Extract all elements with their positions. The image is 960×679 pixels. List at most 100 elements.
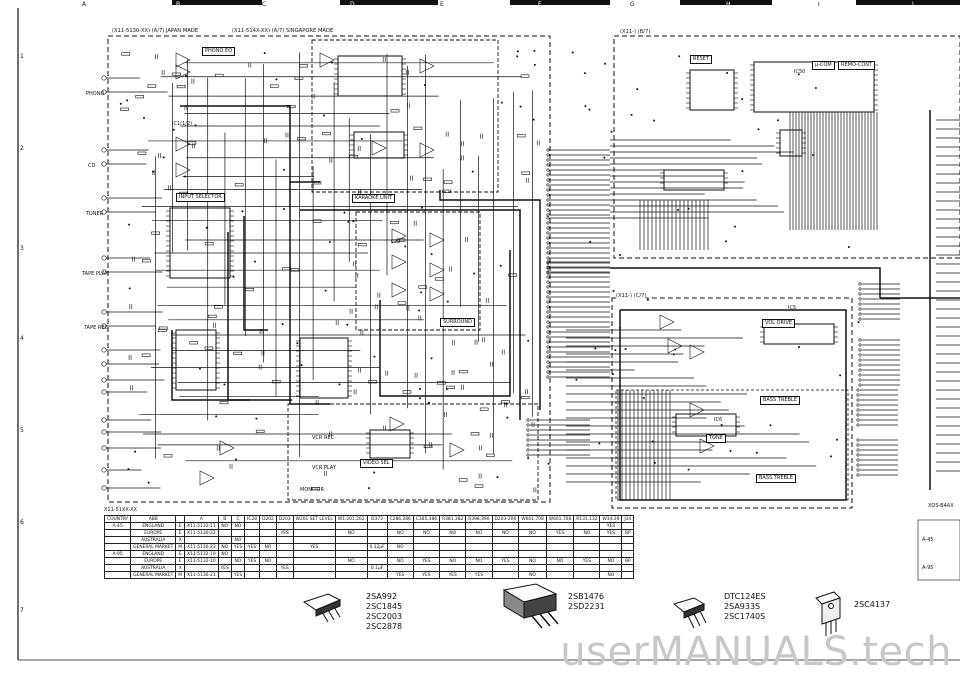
junction-dot xyxy=(143,116,146,119)
resistor-symbol xyxy=(520,395,530,400)
connector-pin-icon xyxy=(546,290,550,294)
part-number: DTC124ES xyxy=(724,592,766,601)
table-cell xyxy=(545,571,575,579)
op-amp-symbol xyxy=(175,136,191,152)
to92-part-list: 2SA992 2SC1845 2SC2003 2SC2878 xyxy=(366,592,402,632)
junction-dot xyxy=(594,347,597,350)
table-cell: EUROPE xyxy=(130,529,177,537)
table-cell xyxy=(366,557,388,565)
ic-package xyxy=(763,323,835,345)
connector-pin-icon xyxy=(856,463,860,467)
bass-treble-label: BASS TREBLE xyxy=(760,396,800,405)
signal-bus xyxy=(610,267,881,298)
ic-package xyxy=(299,337,349,399)
junction-dot xyxy=(687,468,690,471)
column-letter: E xyxy=(440,0,444,8)
junction-dot xyxy=(769,424,772,427)
table-cell xyxy=(439,543,467,551)
resistor-symbol xyxy=(151,231,160,235)
junction-dot xyxy=(235,458,238,461)
op-amp-symbol xyxy=(175,64,191,80)
resistor-symbol xyxy=(396,238,406,242)
connector-pin-icon xyxy=(546,266,550,270)
table-cell: YES xyxy=(275,529,294,537)
table-cell: NO xyxy=(465,529,493,537)
junction-dot xyxy=(741,98,744,101)
junction-dot xyxy=(636,88,639,91)
connector-pin-icon xyxy=(858,378,862,382)
row-number: 1 xyxy=(20,53,24,60)
op-amp-symbol xyxy=(391,282,407,298)
table-header-cell: D373 xyxy=(366,515,388,523)
table-title: X11-51XX-XX xyxy=(104,507,137,513)
table-cell xyxy=(545,550,575,558)
table-cell: X11-5132-11 xyxy=(184,522,219,530)
input-jack-icon xyxy=(101,417,107,423)
junction-dot xyxy=(223,383,226,386)
op-amp-symbol xyxy=(689,344,705,360)
table-header-cell: W201 SET LEVEL xyxy=(292,515,336,523)
table-cell xyxy=(259,564,277,572)
op-amp-symbol xyxy=(371,140,387,156)
table-cell xyxy=(545,536,575,544)
connector-pin-icon xyxy=(856,398,860,402)
connector-pin-icon xyxy=(546,300,550,304)
table-cell: M xyxy=(175,571,186,579)
op-amp-symbol xyxy=(389,416,405,432)
table-header-cell: COUNTRY xyxy=(103,515,132,523)
connector-pin-icon xyxy=(546,360,550,364)
table-cell xyxy=(217,557,232,565)
junction-dot xyxy=(757,128,760,131)
video-sel-label: VIDEO SEL xyxy=(360,459,393,468)
table-cell xyxy=(491,536,520,544)
ic-package xyxy=(663,169,725,191)
right-fragment-label: XQS-B4AX xyxy=(928,503,954,509)
resistor-symbol xyxy=(142,259,151,263)
junction-dot xyxy=(185,74,188,77)
bass-treble-label-lower: BASS TREBLE xyxy=(756,474,796,483)
resistor-symbol xyxy=(312,219,322,223)
tape-play-label: TAPE PLAY xyxy=(82,271,108,277)
junction-dot xyxy=(205,226,208,229)
to220-part-list: 2SB1476 2SD2231 xyxy=(568,592,605,612)
to220-package-icon xyxy=(502,583,559,629)
table-cell xyxy=(573,571,601,579)
resistor-symbol xyxy=(508,273,518,277)
connector-pin-icon xyxy=(856,393,860,397)
resistor-symbol xyxy=(271,380,281,384)
resistor-symbol xyxy=(255,429,265,433)
junction-dot xyxy=(533,63,536,66)
resistor-symbol xyxy=(137,151,147,155)
resistor-symbol xyxy=(443,180,453,184)
ic-package xyxy=(689,69,735,111)
connector-pin-icon xyxy=(858,292,862,296)
connector-pin-icon xyxy=(546,310,550,314)
table-cell: YES xyxy=(230,571,246,579)
table-cell: 0.12µF xyxy=(366,543,388,551)
table-cell xyxy=(491,550,520,558)
table-cell xyxy=(244,529,261,537)
junction-dot xyxy=(282,168,285,171)
junction-dot xyxy=(496,476,499,479)
table-cell: X11-5130-23 xyxy=(184,543,219,551)
op-amp-symbol xyxy=(419,142,435,158)
resistor-symbol xyxy=(349,154,358,159)
column-letter: B xyxy=(176,0,181,8)
resistor-symbol xyxy=(158,326,168,330)
junction-dot xyxy=(812,154,815,157)
connector-pin-icon xyxy=(856,438,860,442)
input-jack-icon xyxy=(101,269,107,275)
junction-dot xyxy=(127,468,130,471)
junction-dot xyxy=(674,348,677,351)
resistor-symbol xyxy=(402,390,412,394)
input-jack-icon xyxy=(101,75,107,81)
connector-pin-icon xyxy=(856,468,860,472)
junction-dot xyxy=(672,353,675,356)
table-cell xyxy=(275,536,294,544)
header-ruler-band xyxy=(510,0,610,5)
resistor-symbol xyxy=(442,189,451,193)
